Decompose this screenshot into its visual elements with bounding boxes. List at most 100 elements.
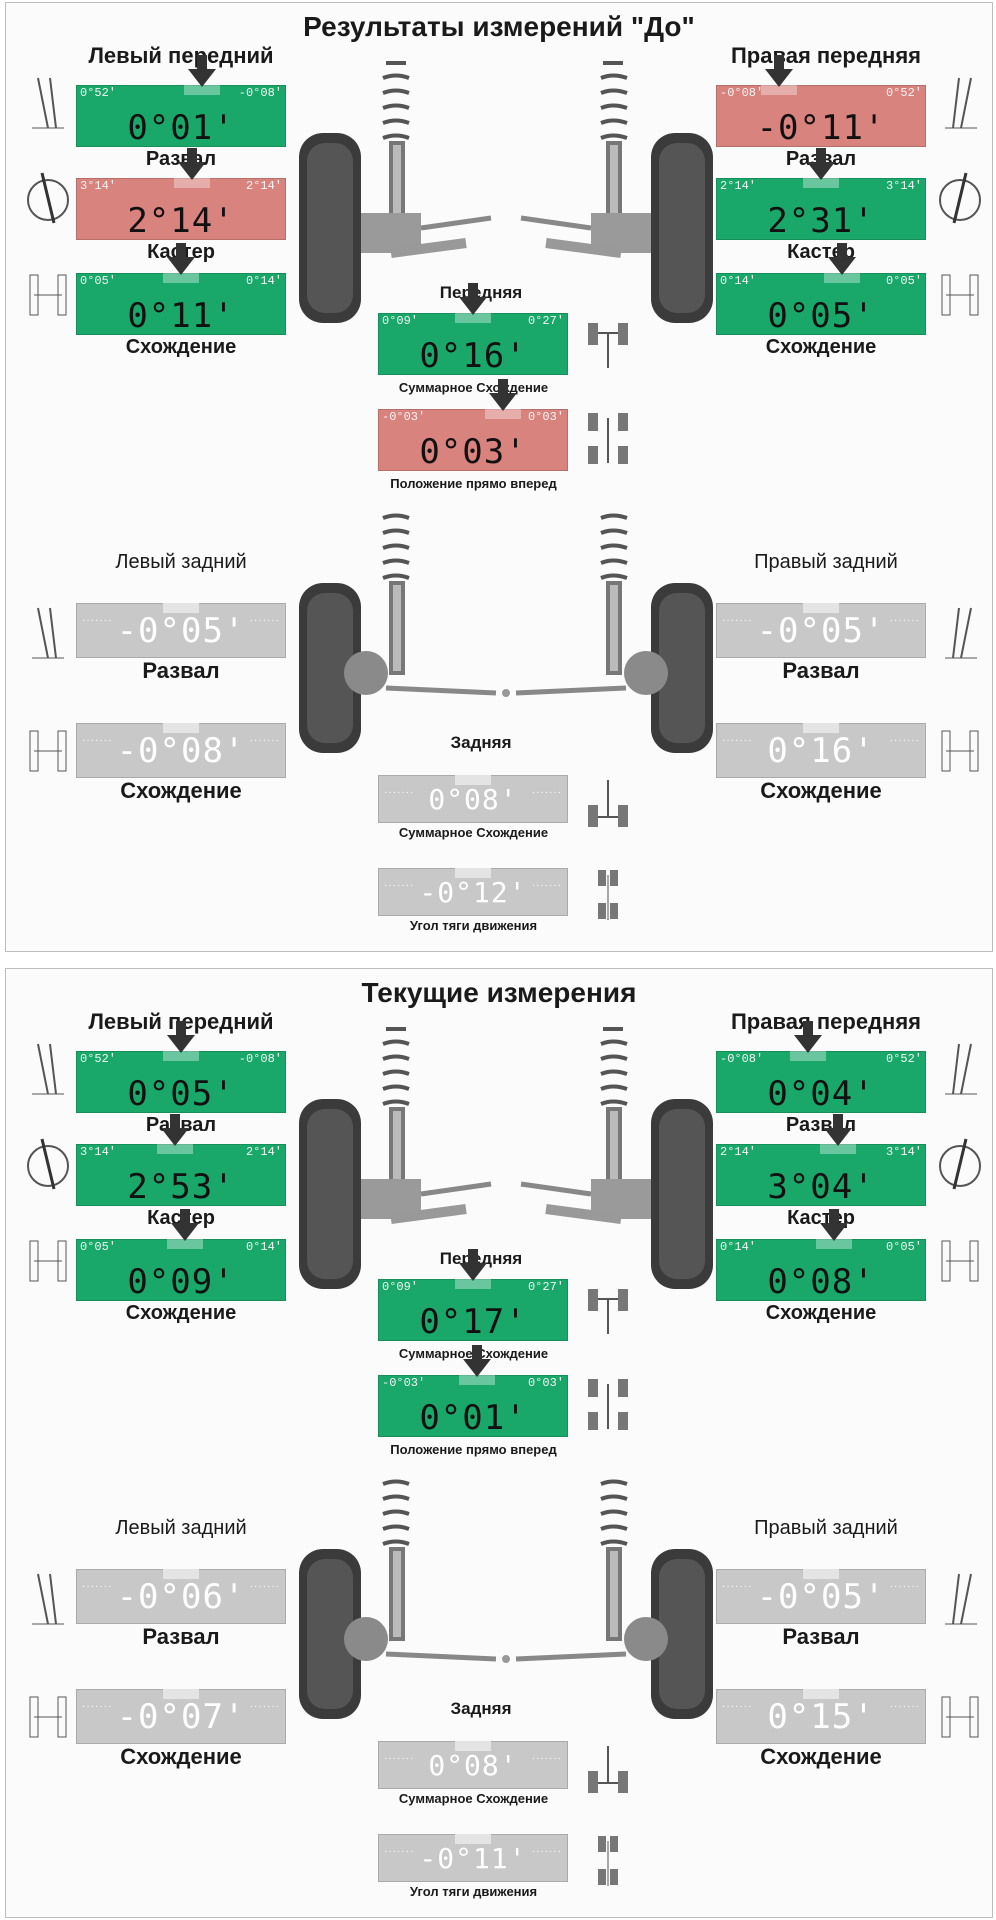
gauge-notch xyxy=(803,723,839,733)
rear-total-toe-diagram-icon xyxy=(588,1746,628,1793)
rear-camber-diagram-icon xyxy=(32,607,64,659)
measurement-gauge: -0°03'0°03'0°01' xyxy=(378,1345,568,1437)
gauge-max-limit: 0°52' xyxy=(885,86,922,100)
gauge-notch xyxy=(455,313,491,323)
caster-diagram-icon-right xyxy=(939,172,981,224)
gauge-value: 2°53' xyxy=(127,1167,235,1207)
toe-diagram-icon xyxy=(29,1240,67,1282)
gauge-dash-marks: ······· xyxy=(249,1701,280,1712)
rear-left-camber-label: Развал xyxy=(142,1624,220,1649)
gauge-dash-marks: ······· xyxy=(531,787,562,798)
gauge-dash-marks: ······· xyxy=(82,1581,113,1592)
gauge-value: 0°11' xyxy=(127,296,235,336)
gauge-max-limit: 0°05' xyxy=(885,1240,922,1254)
rear-camber-diagram-icon xyxy=(32,1573,64,1625)
gauge-notch xyxy=(790,1051,827,1061)
panel-title: Текущие измерения xyxy=(361,977,637,1008)
measurement-gauge: 0°09'0°27'0°17' xyxy=(378,1249,568,1341)
front-right-tire-icon xyxy=(651,1099,713,1289)
gauge-dash-marks: ······· xyxy=(384,1846,415,1857)
thrust-angle-diagram-icon xyxy=(598,1836,618,1886)
front-right-title: Правая передняя xyxy=(730,1009,922,1034)
gauge-value: -0°11' xyxy=(419,1842,527,1875)
gauge-value: 0°08' xyxy=(428,783,518,816)
rear-left-tire-icon xyxy=(299,1549,361,1719)
gauge-value: 2°14' xyxy=(127,201,235,241)
gauge-min-limit: 0°09' xyxy=(382,314,419,328)
gauge-min-limit: -0°08' xyxy=(720,1052,764,1066)
left-control-arm-icon xyxy=(390,1204,467,1224)
measurement-panel: Результаты измерений "До" Левый передний… xyxy=(5,2,993,952)
rear-suspension-illustration xyxy=(299,513,713,753)
gauge-max-limit: 0°27' xyxy=(527,1280,564,1294)
rear-camber-diagram-icon-right xyxy=(945,1573,977,1625)
measurement-gauge: 0°14'0°05'0°05' xyxy=(716,243,926,335)
toe-diagram-icon-right xyxy=(941,274,979,316)
total-toe-diagram-icon xyxy=(588,323,628,368)
front-left-tire-icon xyxy=(299,1099,361,1289)
gauge-value: 0°04' xyxy=(767,1074,875,1114)
gauge-min-limit: 2°14' xyxy=(720,179,757,193)
gauge-max-limit: 0°03' xyxy=(527,410,564,424)
rear-left-link-icon xyxy=(385,685,497,696)
measurement-gauge: ··············-0°05' xyxy=(76,603,286,658)
gauge-notch xyxy=(163,1689,199,1699)
measurement-gauge: ··············-0°05' xyxy=(716,1569,926,1624)
rear-axle-title: Задняя xyxy=(450,733,512,752)
gauge-value: -0°08' xyxy=(116,731,246,771)
gauge-notch xyxy=(824,273,860,283)
measurement-gauge: ··············-0°11' xyxy=(378,1834,568,1882)
gauge-value: 0°05' xyxy=(127,1074,235,1114)
front-right-toe-label: Схождение xyxy=(765,336,877,358)
rear-suspension-illustration xyxy=(299,1479,713,1719)
front-left-title: Левый передний xyxy=(88,43,274,68)
gauge-notch xyxy=(163,603,199,613)
gauge-bar xyxy=(76,1144,286,1206)
gauge-value: -0°05' xyxy=(756,611,886,651)
gauge-min-limit: 3°14' xyxy=(80,1145,117,1159)
rear-right-link-icon xyxy=(515,685,627,696)
left-strut-spring-icon xyxy=(382,1027,410,1191)
gauge-dash-marks: ······· xyxy=(249,735,280,746)
measurement-gauge: 2°14'3°14'3°04' xyxy=(716,1114,926,1206)
gauge-dash-marks: ······· xyxy=(82,735,113,746)
gauge-dash-marks: ······· xyxy=(722,615,753,626)
gauge-dash-marks: ······· xyxy=(722,1701,753,1712)
measurement-gauge: 0°09'0°27'0°16' xyxy=(378,283,568,375)
gauge-notch xyxy=(803,1689,839,1699)
gauge-bar xyxy=(716,1144,926,1206)
measurement-gauge: -0°03'0°03'0°03' xyxy=(378,379,568,472)
thrust-angle-label: Угол тяги движения xyxy=(409,918,538,933)
caster-diagram-icon xyxy=(27,172,69,224)
measurement-gauge: -0°08'0°52'0°04' xyxy=(716,1021,926,1114)
gauge-dash-marks: ······· xyxy=(722,1581,753,1592)
gauge-notch xyxy=(163,273,199,283)
gauge-bar xyxy=(76,178,286,240)
gauge-min-limit: 3°14' xyxy=(80,179,117,193)
rear-right-spring-icon xyxy=(600,1479,628,1641)
gauge-notch xyxy=(455,1834,491,1844)
front-left-toe-label: Схождение xyxy=(125,336,237,358)
gauge-bar xyxy=(716,1239,926,1301)
gauge-min-limit: 0°14' xyxy=(720,274,757,288)
gauge-value: 0°03' xyxy=(419,432,527,472)
gauge-notch xyxy=(803,603,839,613)
rear-left-spring-icon xyxy=(382,1479,410,1641)
rear-toe-diagram-icon-right xyxy=(941,1696,979,1738)
gauge-value: 0°08' xyxy=(428,1749,518,1782)
gauge-min-limit: 0°05' xyxy=(80,1240,117,1254)
measurement-gauge: -0°08'0°52'-0°11' xyxy=(716,55,926,147)
right-control-arm-icon xyxy=(545,238,622,258)
gauge-min-limit: 0°05' xyxy=(80,274,117,288)
front-right-caster-label: Кастер xyxy=(787,241,855,263)
measurement-gauge: 2°14'3°14'2°31' xyxy=(716,148,926,240)
rear-left-title: Левый задний xyxy=(115,551,247,573)
gauge-notch xyxy=(815,1239,852,1249)
gauge-bar xyxy=(76,85,286,147)
measurement-gauge: ······· ·······-0°08' xyxy=(76,723,286,778)
gauge-value: 0°08' xyxy=(767,1262,875,1302)
gauge-min-limit: -0°08' xyxy=(720,86,764,100)
front-left-tire-icon xyxy=(299,133,361,323)
gauge-min-limit: 0°14' xyxy=(720,1240,757,1254)
front-total-toe-label: Суммарное Схождение xyxy=(398,380,549,395)
